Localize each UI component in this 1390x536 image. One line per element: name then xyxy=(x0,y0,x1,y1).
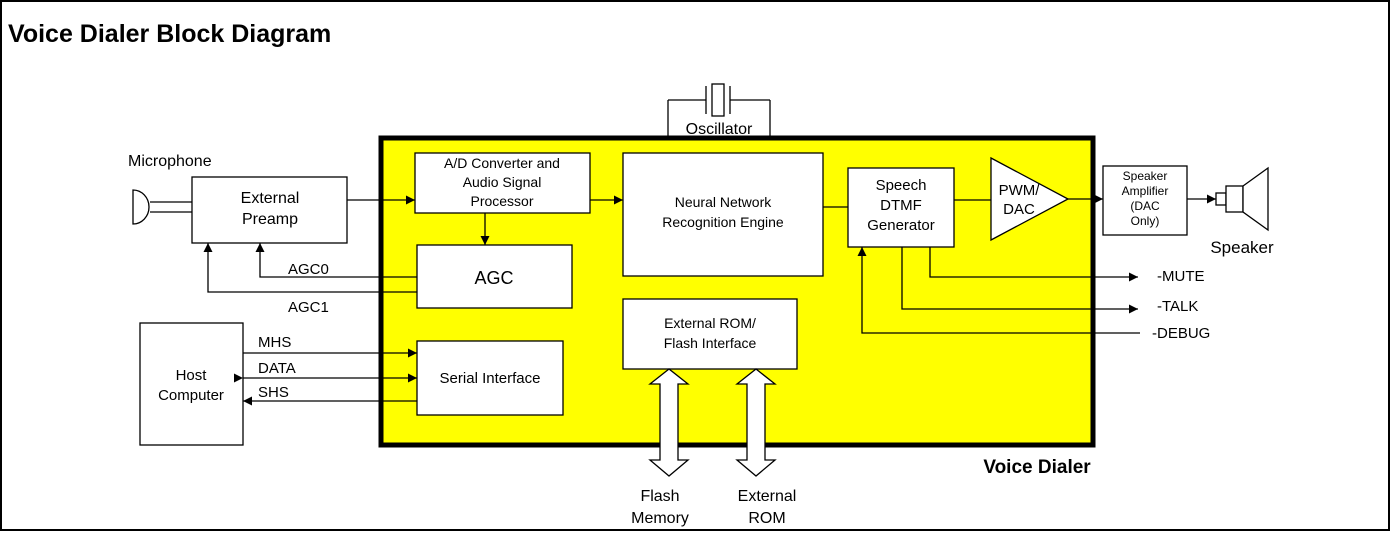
speaker-amp-line-2: Amplifier xyxy=(1122,184,1169,198)
speaker-amplifier-block xyxy=(1102,165,1188,236)
chip-label: Voice Dialer xyxy=(983,457,1091,478)
preamp-line-2: Preamp xyxy=(242,211,298,228)
mute-label: -MUTE xyxy=(1157,268,1205,285)
pwm-dac-line-1: PWM/ xyxy=(999,182,1041,199)
microphone-icon xyxy=(132,189,150,225)
pwm-dac-line-2: DAC xyxy=(1003,201,1035,218)
speech-dtmf-line-2: DTMF xyxy=(880,197,922,214)
host-computer-block xyxy=(139,322,244,446)
flash-memory-line-1: Flash xyxy=(640,488,679,505)
serial-interface-label: Serial Interface xyxy=(440,370,541,387)
ad-converter-line-1: A/D Converter and xyxy=(444,155,560,171)
neural-network-line-2: Recognition Engine xyxy=(662,214,784,230)
mhs-label: MHS xyxy=(258,334,291,351)
host-computer-line-1: Host xyxy=(176,367,208,384)
speaker-amp-line-1: Speaker xyxy=(1123,169,1168,183)
ad-converter-line-2: Audio Signal xyxy=(463,174,542,190)
ad-converter-line-3: Processor xyxy=(470,193,533,209)
rom-interface-line-2: Flash Interface xyxy=(664,335,757,351)
data-label: DATA xyxy=(258,360,296,377)
flash-memory-bus-arrow xyxy=(648,368,690,477)
speaker-amp-line-3: (DAC xyxy=(1130,199,1160,213)
host-computer-line-2: Computer xyxy=(158,387,224,404)
external-rom-line-1: External xyxy=(738,488,797,505)
agc-label: AGC xyxy=(474,268,513,288)
talk-label: -TALK xyxy=(1157,298,1198,315)
debug-label: -DEBUG xyxy=(1152,325,1210,342)
agc-block xyxy=(416,244,573,309)
external-rom-interface-block xyxy=(622,298,798,370)
external-rom-line-2: ROM xyxy=(748,510,785,527)
diagram-title: Voice Dialer Block Diagram xyxy=(8,20,331,48)
external-preamp-block xyxy=(191,176,348,244)
speaker-amp-line-4: Only) xyxy=(1131,214,1160,228)
neural-network-block xyxy=(622,152,824,277)
pwm-dac-amplifier xyxy=(990,156,1070,242)
preamp-line-1: External xyxy=(241,190,300,207)
external-rom-bus-arrow xyxy=(735,368,777,477)
oscillator-label: Oscillator xyxy=(686,121,753,138)
speech-dtmf-line-1: Speech xyxy=(876,177,927,194)
speech-dtmf-block xyxy=(847,167,955,248)
serial-interface-block xyxy=(416,340,564,416)
ad-converter-block xyxy=(414,152,591,214)
speaker-label: Speaker xyxy=(1210,238,1274,257)
speech-dtmf-line-3: Generator xyxy=(867,217,935,234)
rom-interface-line-1: External ROM/ xyxy=(664,315,756,331)
shs-label: SHS xyxy=(258,384,289,401)
neural-network-line-1: Neural Network xyxy=(675,194,772,210)
flash-memory-line-2: Memory xyxy=(631,510,689,527)
speaker-icon xyxy=(1215,166,1269,232)
agc1-label: AGC1 xyxy=(288,299,329,316)
agc0-label: AGC0 xyxy=(288,261,329,278)
microphone-label: Microphone xyxy=(128,153,212,170)
